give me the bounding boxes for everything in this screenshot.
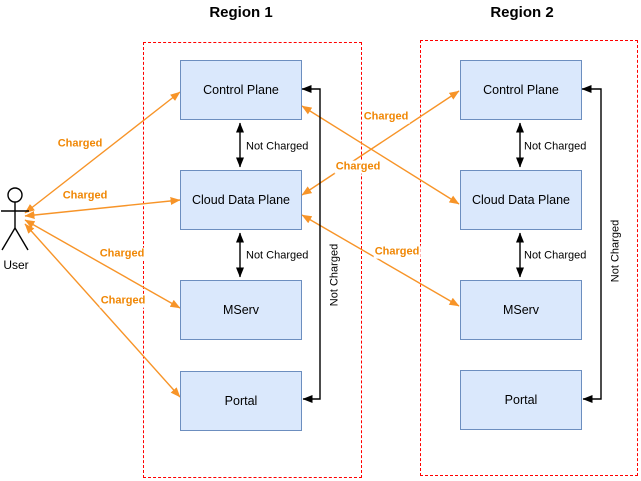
region-1-title: Region 1	[209, 4, 273, 21]
charged-label-cross-mid: Charged	[334, 160, 382, 174]
charged-label-user-control: Charged	[56, 137, 104, 151]
r2-control-plane-box: Control Plane	[460, 60, 582, 120]
not-charged-label-r2-loop: Not Charged	[609, 218, 623, 284]
region-2-title: Region 2	[490, 4, 554, 21]
not-charged-label-r1-loop: Not Charged	[328, 242, 342, 308]
r2-cloud-data-plane-box: Cloud Data Plane	[460, 170, 582, 230]
not-charged-label-r2-top: Not Charged	[523, 140, 588, 154]
user-actor-icon	[1, 187, 29, 251]
charged-label-user-portal: Charged	[99, 294, 147, 308]
not-charged-label-r2-bottom: Not Charged	[523, 249, 588, 263]
charged-label-user-mserv: Charged	[98, 247, 146, 261]
charged-label-cross-bottom: Charged	[373, 245, 421, 259]
r1-mserv-box: MServ	[180, 280, 302, 340]
user-label: User	[3, 258, 29, 272]
r2-mserv-box: MServ	[460, 280, 582, 340]
charged-label-cross-top: Charged	[362, 110, 410, 124]
r1-control-plane-box: Control Plane	[180, 60, 302, 120]
r1-cloud-data-plane-box: Cloud Data Plane	[180, 170, 302, 230]
charged-label-user-cloud: Charged	[61, 189, 109, 203]
not-charged-label-r1-bottom: Not Charged	[245, 249, 310, 263]
r2-portal-box: Portal	[460, 370, 582, 430]
not-charged-label-r1-top: Not Charged	[245, 140, 310, 154]
r1-portal-box: Portal	[180, 371, 302, 431]
